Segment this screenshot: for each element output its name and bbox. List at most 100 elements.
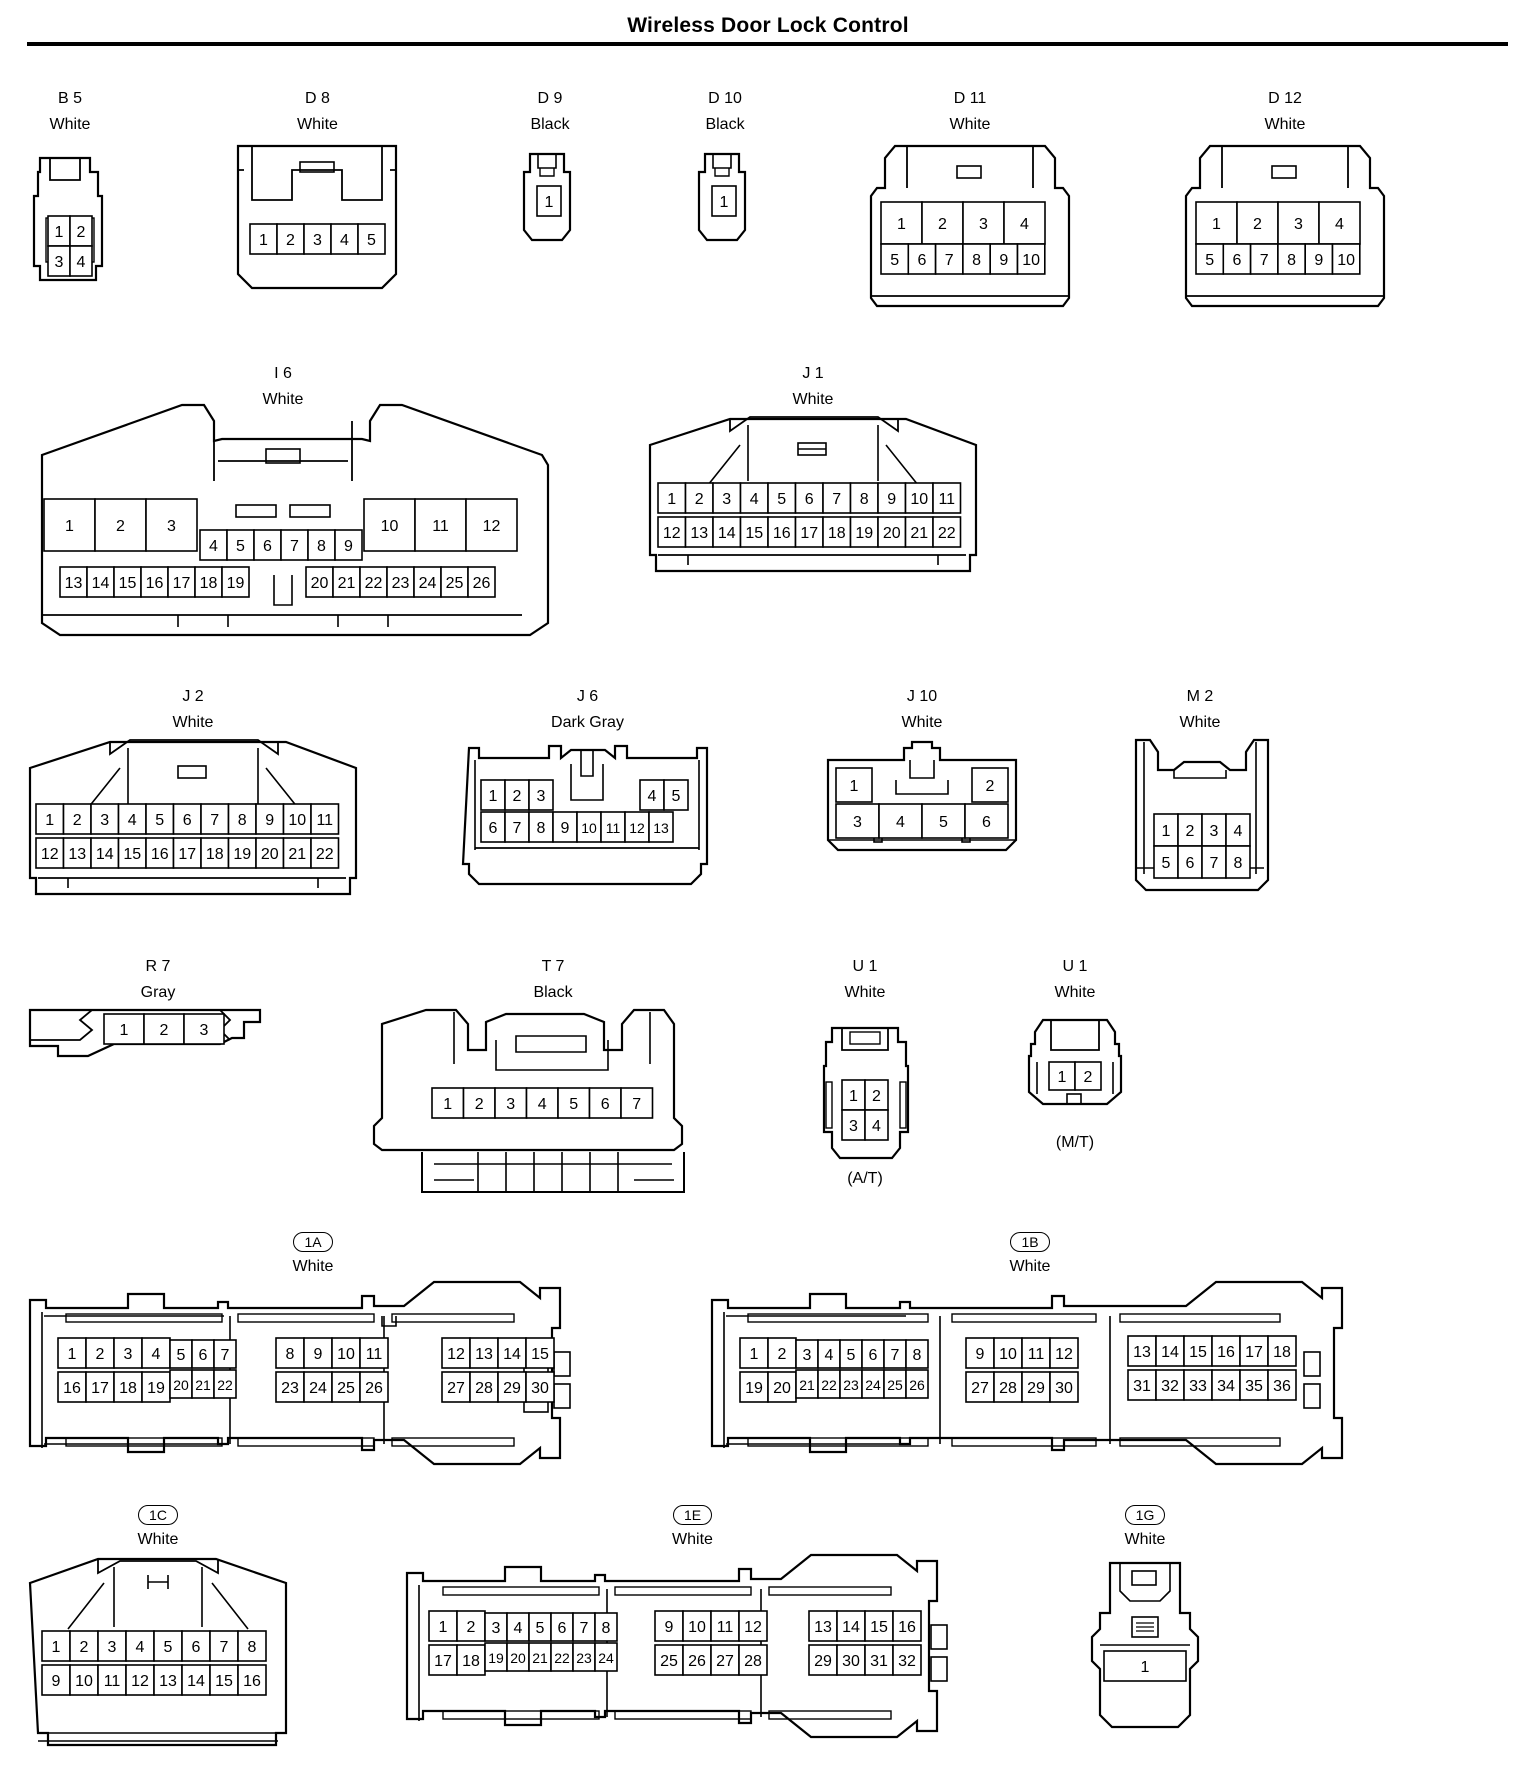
pin-number: 21 xyxy=(799,1377,815,1393)
pin-cell: 1 xyxy=(47,215,71,247)
pin-number: 1 xyxy=(849,1088,858,1105)
pin-box xyxy=(864,1644,894,1676)
pin-box xyxy=(971,767,1009,803)
pin-number: 22 xyxy=(217,1377,233,1393)
connector-color: White xyxy=(1009,1258,1051,1275)
connector-d9: D 9 Black 1 xyxy=(510,90,590,260)
pin-cell: 2 xyxy=(1236,201,1279,245)
pin-cell: 1 xyxy=(428,1610,458,1642)
pin-cell: 26 xyxy=(467,566,496,598)
pin-cell: 23 xyxy=(386,566,415,598)
pin-cell: 23 xyxy=(839,1369,863,1399)
pin-cell: 1 xyxy=(657,482,687,514)
pin-number: 6 xyxy=(199,1347,208,1364)
pin-number: 20 xyxy=(261,846,279,863)
pin-cell: 5 xyxy=(357,223,386,255)
pin-cell: 14 xyxy=(836,1610,866,1642)
pin-box xyxy=(414,498,467,552)
pin-number: 9 xyxy=(265,812,274,829)
pin-cell: 11 xyxy=(97,1664,127,1696)
pin-number: 11 xyxy=(717,1619,734,1636)
pin-box xyxy=(331,1371,361,1403)
pin-number: 24 xyxy=(419,575,437,592)
pin-cell: 15 xyxy=(739,516,769,548)
pin-number: 2 xyxy=(986,778,995,795)
pin-number: 27 xyxy=(971,1380,989,1397)
pin-cell: 4 xyxy=(639,779,665,811)
pin-number: 31 xyxy=(870,1653,888,1670)
pin-number: 10 xyxy=(688,1619,706,1636)
pin-number: 8 xyxy=(860,491,869,508)
pin-cell: 2 xyxy=(1074,1061,1102,1091)
pin-box xyxy=(682,1644,712,1676)
pin-box xyxy=(90,837,120,869)
pin-cell: 11 xyxy=(310,803,340,835)
pin-box xyxy=(1183,1369,1213,1401)
pin-box xyxy=(441,1337,471,1369)
pin-box xyxy=(648,811,674,843)
pin-cell: 20 xyxy=(877,516,907,548)
pin-cell: 20 xyxy=(305,566,334,598)
pin-box xyxy=(739,516,769,548)
pin-box xyxy=(921,201,964,245)
pin-box xyxy=(536,185,562,217)
pin-number: 7 xyxy=(210,812,219,829)
pin-number: 10 xyxy=(1337,252,1355,269)
pin-box xyxy=(654,1610,684,1642)
pin-number: 28 xyxy=(744,1653,762,1670)
pin-number: 26 xyxy=(365,1380,383,1397)
pin-number: 1 xyxy=(667,491,676,508)
pin-number: 4 xyxy=(77,254,86,271)
pin-number: 4 xyxy=(128,812,137,829)
connector-color: White xyxy=(844,984,886,1001)
pin-number: 21 xyxy=(288,846,306,863)
connector-color: White xyxy=(49,116,91,133)
pin-cell: 9 xyxy=(877,482,907,514)
pin-box xyxy=(113,1337,143,1369)
pin-box xyxy=(43,498,96,552)
pin-number: 2 xyxy=(116,518,125,535)
pin-number: 9 xyxy=(561,820,570,837)
pin-cell: 7 xyxy=(883,1339,907,1369)
pin-box xyxy=(989,243,1019,275)
pin-cell: 4 xyxy=(125,1630,155,1662)
pin-number: 10 xyxy=(75,1673,93,1690)
pin-cell: 23 xyxy=(572,1642,596,1672)
pin-cell: 6 xyxy=(181,1630,211,1662)
pin-box xyxy=(639,779,665,811)
pin-box xyxy=(359,1337,389,1369)
pin-number: 6 xyxy=(183,812,192,829)
pin-cell: 3 xyxy=(113,1337,143,1369)
pin-number: 4 xyxy=(896,814,905,831)
pin-box xyxy=(738,1610,768,1642)
pin-cell: 4 xyxy=(878,803,923,839)
pin-number: 25 xyxy=(887,1377,903,1393)
pin-number: 7 xyxy=(945,252,954,269)
pin-number: 16 xyxy=(773,525,791,542)
pin-cell: 6 xyxy=(1177,845,1203,879)
connector-color: Black xyxy=(530,116,570,133)
pin-box xyxy=(141,1371,171,1403)
pin-number: 2 xyxy=(77,224,86,241)
pin-box xyxy=(494,1087,528,1119)
pin-cell: 8 xyxy=(227,803,257,835)
pin-group: 2 xyxy=(971,767,1009,803)
pin-number: 14 xyxy=(92,575,110,592)
pin-number: 18 xyxy=(119,1380,137,1397)
pin-number: 15 xyxy=(123,846,141,863)
